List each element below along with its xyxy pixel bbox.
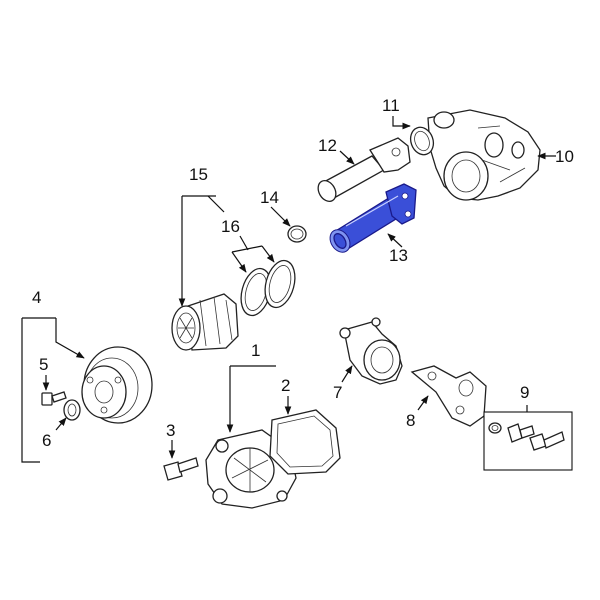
callout-7: 7 <box>333 383 342 402</box>
callout-8-leader <box>417 395 429 411</box>
callout-5: 5 <box>39 355 48 374</box>
coolant-pipe-part <box>317 137 411 202</box>
callout-16-leader-b <box>231 251 247 273</box>
callout-12-leader <box>339 150 355 165</box>
pump-seal-rings-part <box>240 259 296 317</box>
callout-13: 13 <box>389 246 408 265</box>
coolant-tube-highlighted-part <box>329 183 417 253</box>
callout-8: 8 <box>406 411 415 430</box>
callout-4-leader <box>55 318 85 359</box>
water-pump-gasket-part <box>269 409 341 475</box>
thermostat-part <box>339 317 403 385</box>
pump-bolt-part <box>163 457 199 481</box>
callout-4: 4 <box>32 288 41 307</box>
callout-13-leader <box>387 233 403 248</box>
callout-14: 14 <box>260 188 279 207</box>
callout-9: 9 <box>520 383 529 402</box>
callout-1-leader <box>230 365 276 432</box>
callout-6: 6 <box>42 431 51 450</box>
callout-3: 3 <box>166 421 175 440</box>
mounting-bracket-part <box>410 365 487 427</box>
callout-14-leader <box>270 206 291 227</box>
callout-10: 10 <box>555 147 574 166</box>
callout-16-leader-c <box>261 245 275 263</box>
callout-11-leader <box>392 116 411 130</box>
callout-2: 2 <box>281 376 290 395</box>
callout-15-leader-b <box>207 195 225 213</box>
callout-16: 16 <box>221 217 240 236</box>
callout-12: 12 <box>318 136 337 155</box>
tube-o-ring-part <box>287 225 307 243</box>
callout-11: 11 <box>382 96 400 115</box>
callout-6-leader <box>55 417 67 431</box>
callout-7-leader <box>341 365 353 383</box>
callout-15-leader-a <box>182 195 216 306</box>
housing-o-ring-part <box>409 126 435 156</box>
water-pump-pulley-part <box>81 346 153 424</box>
pulley-bolt-part <box>41 391 67 406</box>
callout-4-bracket <box>21 317 56 463</box>
hardware-kit-box <box>483 411 573 471</box>
pulley-washer-part <box>63 399 81 421</box>
thermostat-housing-part <box>427 109 541 201</box>
callout-15: 15 <box>189 165 208 184</box>
water-pump-assembly-part <box>171 293 239 351</box>
callout-1: 1 <box>251 341 260 360</box>
callout-16-leader-d <box>239 235 249 251</box>
